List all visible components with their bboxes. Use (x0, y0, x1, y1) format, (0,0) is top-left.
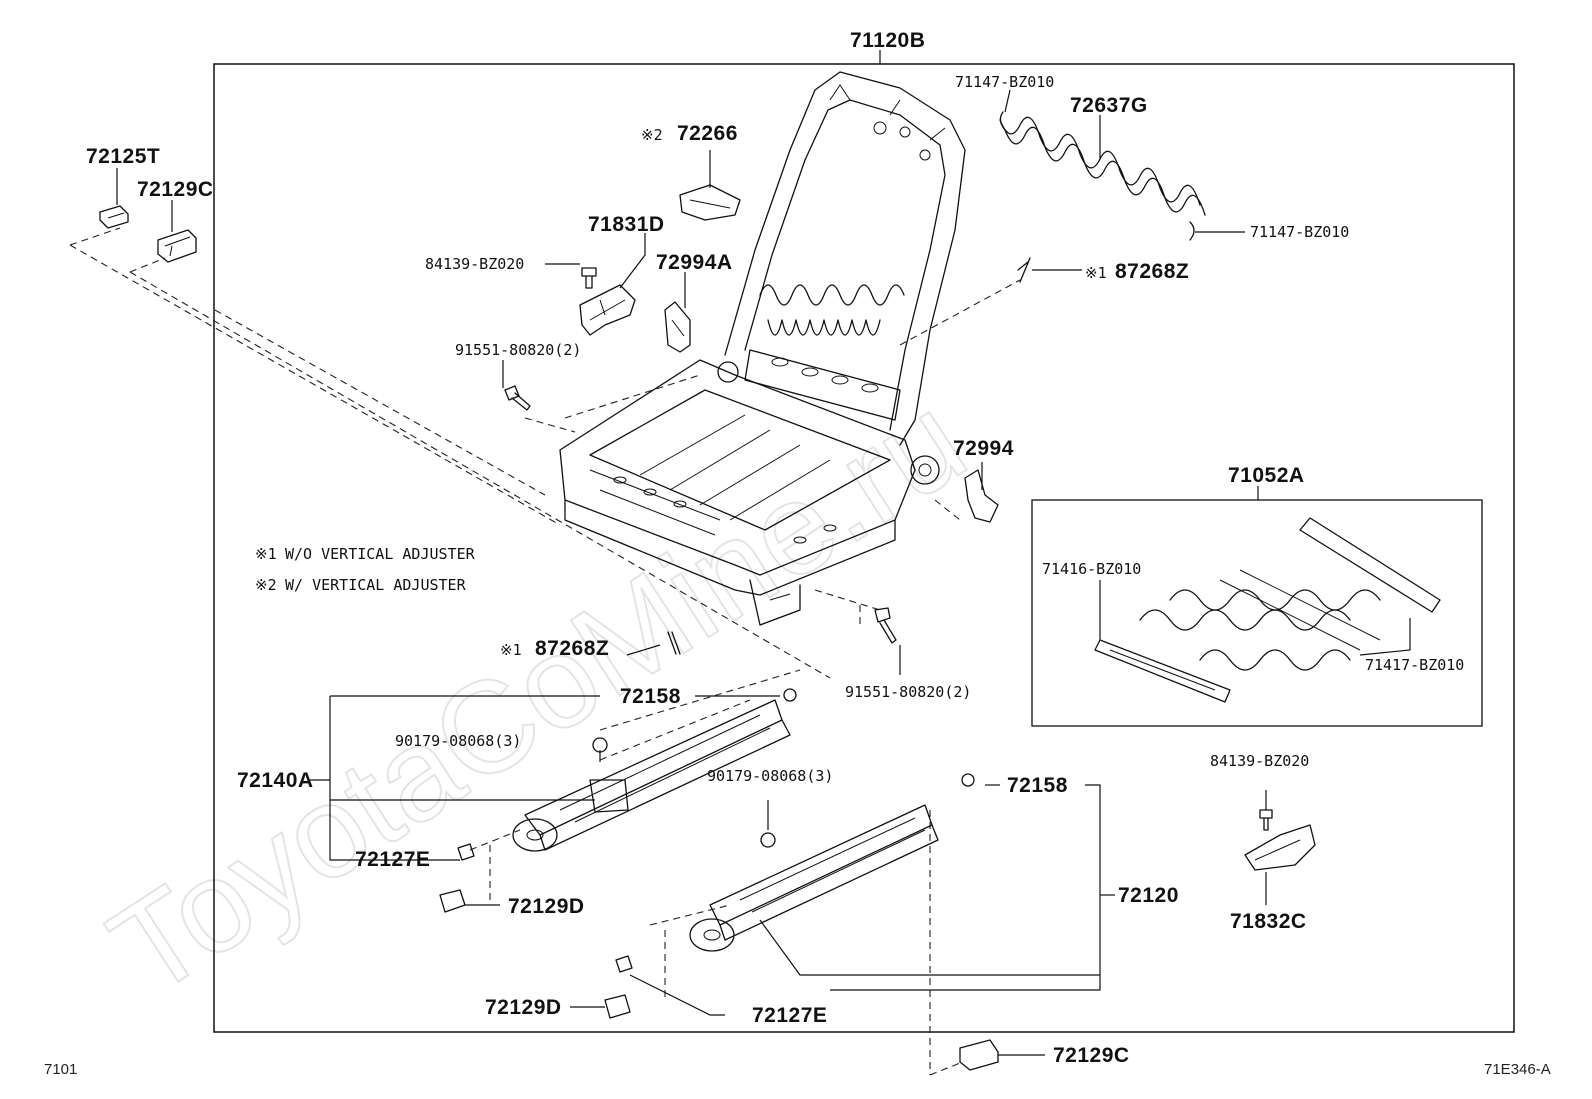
seat-frame (559, 71, 966, 626)
bracket-72129c-bottom (959, 1039, 999, 1071)
note-1-mark: ※1 (255, 545, 277, 563)
label-71147-right: 71147-BZ010 (1250, 223, 1349, 241)
note-2-text: W/ VERTICAL ADJUSTER (285, 576, 467, 594)
label-72158-b: 72158 (1007, 774, 1068, 797)
label-71416: 71416-BZ010 (1042, 560, 1141, 578)
label-84139-right: 84139-BZ020 (1210, 752, 1309, 770)
rail-72140a (512, 688, 797, 852)
cover-72994a (664, 301, 691, 353)
label-72140a: 72140A (237, 769, 314, 792)
label-72129c-bottom: 72129C (1053, 1044, 1130, 1067)
label-90179-b: 90179-08068(3) (707, 767, 833, 785)
clip-72125t (99, 205, 129, 229)
label-71147-top: 71147-BZ010 (955, 73, 1054, 91)
bracket-71832c (1244, 809, 1316, 871)
label-91551-left: 91551-80820(2) (455, 341, 581, 359)
label-87268z-bottom: 87268Z (535, 637, 609, 660)
label-84139-left: 84139-BZ020 (425, 255, 524, 273)
hook-71147-top (999, 111, 1006, 131)
wire-87268z-top (1017, 257, 1031, 283)
note-2-mark: ※2 (255, 576, 277, 594)
label-90179-a: 90179-08068(3) (395, 732, 521, 750)
clip-72127e-b (615, 955, 633, 973)
label-72994a: 72994A (656, 251, 733, 274)
rail-72120 (689, 773, 975, 952)
note-1-text: W/O VERTICAL ADJUSTER (285, 545, 476, 563)
bracket-72129d-a (439, 889, 466, 913)
label-72129c-top: 72129C (137, 178, 214, 201)
label-72125t: 72125T (86, 145, 160, 168)
label-87268z-top-mark: ※1 (1085, 264, 1107, 282)
label-72129d-b: 72129D (485, 996, 562, 1019)
label-72637g: 72637G (1070, 94, 1148, 117)
footer-right-code: 71E346-A (1484, 1061, 1551, 1078)
inset-frame (1031, 499, 1483, 727)
bolt-84139-left (581, 267, 597, 289)
footer-left-code: 7101 (44, 1061, 77, 1078)
cover-72266 (679, 184, 741, 221)
bolt-91551-left (504, 385, 531, 411)
main-part-label: 71120B (850, 29, 925, 52)
bracket-72129d-b (604, 994, 631, 1019)
inset-spring-assembly (1094, 517, 1441, 703)
label-87268z-top: 87268Z (1115, 260, 1189, 283)
label-72994: 72994 (953, 437, 1014, 460)
legend-notes: ※1 W/O VERTICAL ADJUSTER ※2 W/ VERTICAL … (255, 545, 476, 594)
leader-lines (116, 89, 1411, 1056)
inset-label: 71052A (1228, 464, 1305, 487)
clip-72127e-a (457, 843, 475, 861)
label-72127e-b: 72127E (752, 1004, 827, 1027)
label-71417: 71417-BZ010 (1365, 656, 1464, 674)
label-91551-right: 91551-80820(2) (845, 683, 971, 701)
label-72266: 72266 (677, 122, 738, 145)
label-72158-a: 72158 (620, 685, 681, 708)
main-frame (213, 63, 1515, 1033)
label-71832c: 71832C (1230, 910, 1307, 933)
bracket-72129c-top (157, 229, 197, 263)
bracket-71831d (579, 284, 636, 336)
assembly-lines (69, 227, 1021, 1076)
label-72120: 72120 (1118, 884, 1179, 907)
hook-71147-right (1189, 221, 1195, 241)
spring-72637g (999, 116, 1206, 216)
wire-87268z-bottom (667, 631, 681, 655)
bolt-91551-right (874, 607, 897, 644)
cover-72994 (964, 469, 999, 523)
label-72129d-a: 72129D (508, 895, 585, 918)
label-72266-mark: ※2 (641, 126, 663, 144)
label-87268z-bottom-mark: ※1 (500, 641, 522, 659)
label-71831d: 71831D (588, 213, 665, 236)
label-72127e-a: 72127E (355, 848, 430, 871)
